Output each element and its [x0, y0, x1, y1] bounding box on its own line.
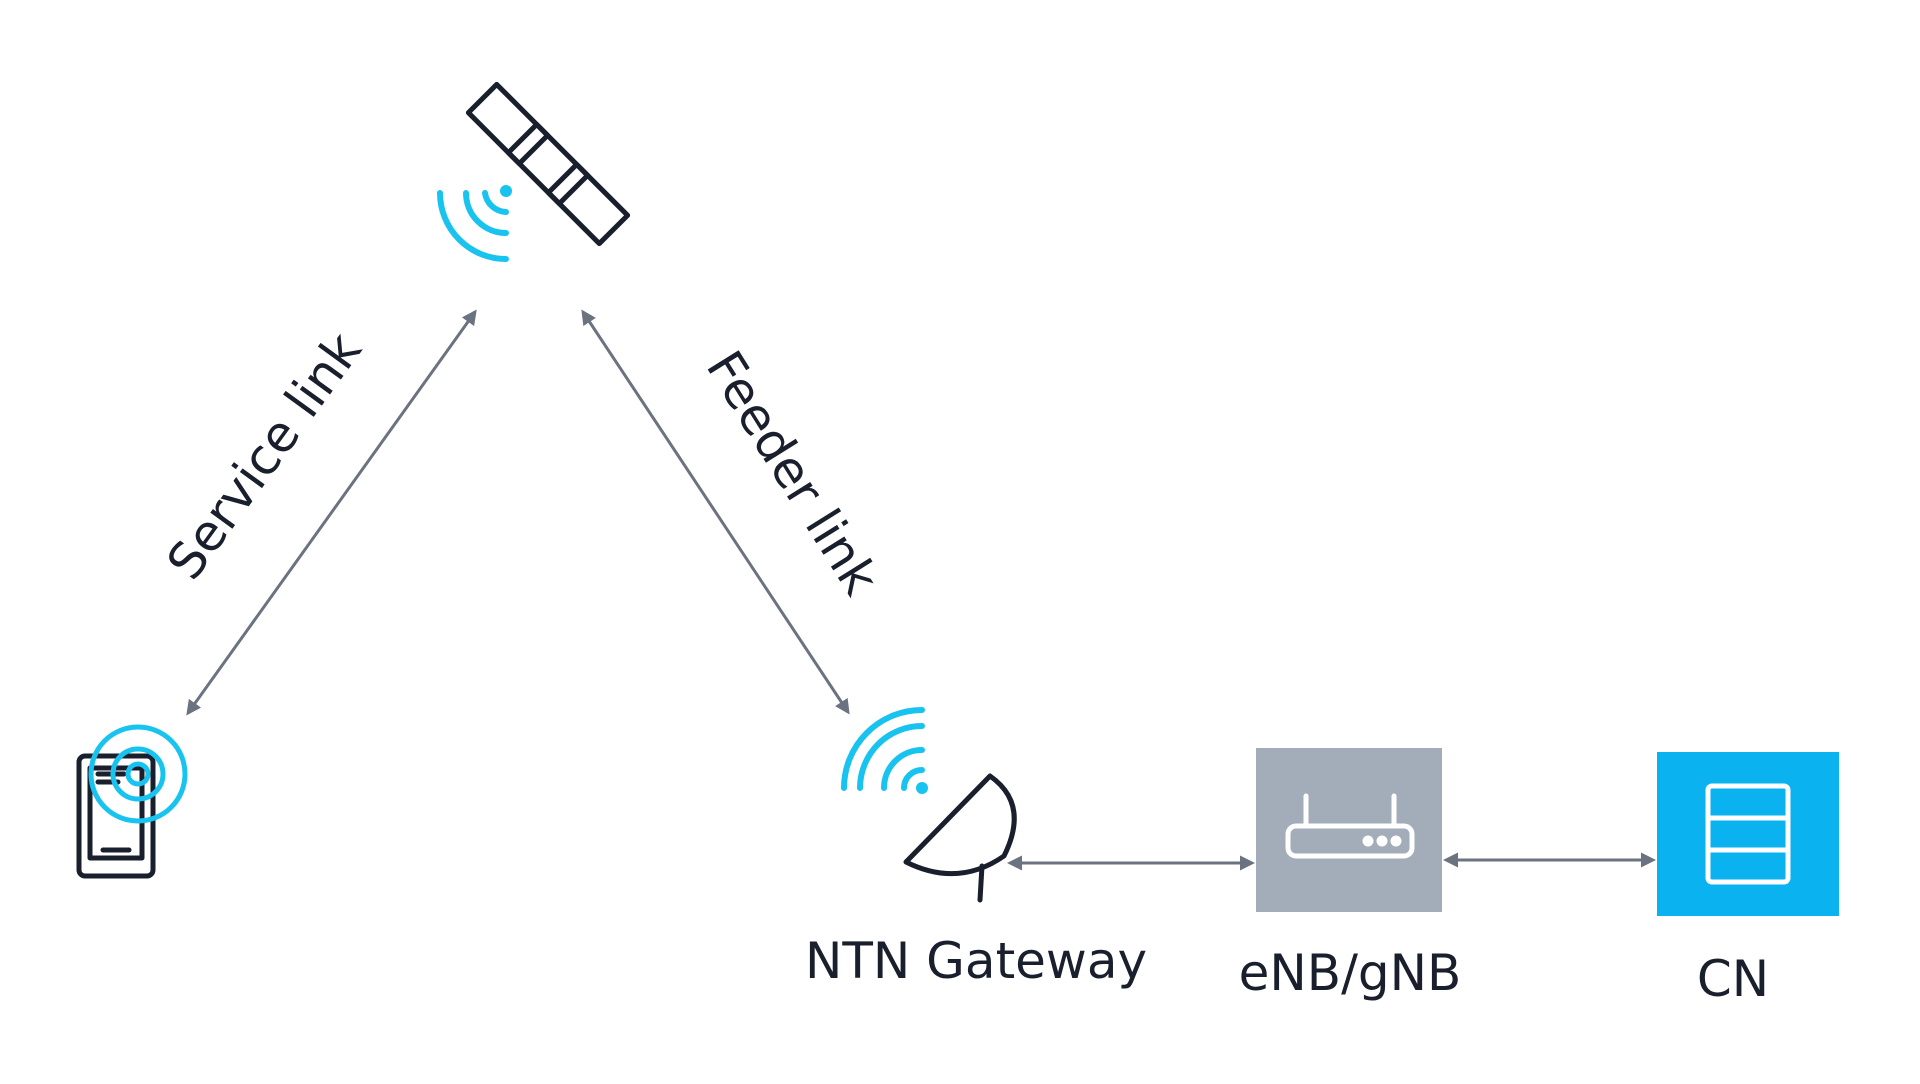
service-link-arrow [186, 309, 477, 716]
router-icon [1285, 793, 1415, 859]
server-stack-icon [1705, 783, 1791, 885]
satellite-signal-icon [437, 185, 512, 262]
enb-node [1256, 748, 1442, 912]
satellite-dish-icon [903, 773, 1017, 903]
satellite-icon [465, 81, 631, 247]
service-link-label: Service link [156, 322, 373, 590]
gateway-signal-icon [841, 707, 928, 794]
smartphone-signal-icon [88, 724, 188, 824]
gateway-label: NTN Gateway [805, 932, 1147, 990]
feeder-link-label: Feeder link [695, 341, 890, 605]
feeder-link-arrow [581, 309, 850, 715]
enb-label: eNB/gNB [1239, 944, 1462, 1002]
cn-label: CN [1697, 950, 1769, 1008]
cn-node [1657, 752, 1839, 916]
